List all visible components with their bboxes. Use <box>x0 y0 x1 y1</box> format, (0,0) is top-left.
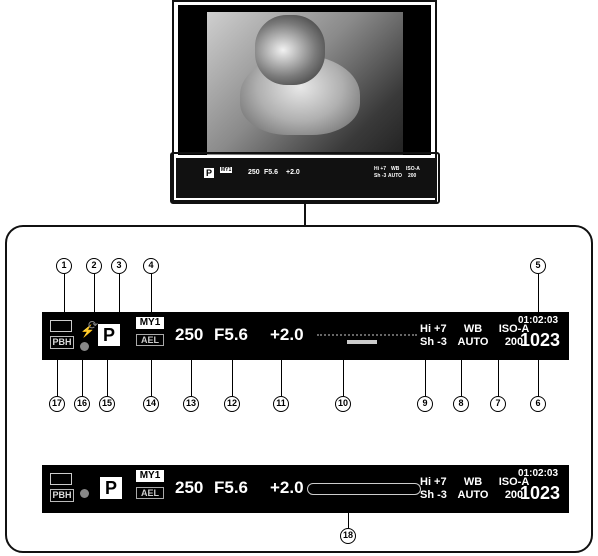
mode-p-2: P <box>100 477 122 499</box>
shadow: Sh -3 <box>420 336 447 348</box>
leader-13 <box>191 360 192 396</box>
pbh-indicator-2: PBH <box>50 489 74 502</box>
exposure-comp-2: +2.0 <box>270 478 304 498</box>
battery-icon-2 <box>50 473 72 485</box>
af-confirm-dot-2 <box>80 489 89 498</box>
callout-4: 4 <box>143 258 159 274</box>
leader-2 <box>94 274 95 314</box>
leader-4 <box>151 274 152 317</box>
leader-12 <box>232 360 233 396</box>
callout-17: 17 <box>49 396 65 412</box>
antishock-icon: ⟳ <box>88 318 98 332</box>
photo-dog <box>255 15 325 85</box>
callout-9: 9 <box>417 396 433 412</box>
leader-8 <box>461 360 462 396</box>
mini-strip-highlight-frame <box>170 152 440 204</box>
leader-11 <box>281 360 282 396</box>
callout-11: 11 <box>273 396 289 412</box>
pbh-indicator: PBH <box>50 336 74 349</box>
wb-value-2: AUTO <box>456 489 490 501</box>
leader-17 <box>57 360 58 396</box>
leader-15 <box>107 360 108 396</box>
callout-10: 10 <box>335 396 351 412</box>
leader-9 <box>425 360 426 396</box>
callout-3: 3 <box>111 258 127 274</box>
callout-5: 5 <box>530 258 546 274</box>
callout-8: 8 <box>453 396 469 412</box>
leader-16 <box>82 360 83 396</box>
leader-7 <box>498 360 499 396</box>
level-gauge <box>307 483 421 495</box>
ael-lock: AEL <box>136 334 164 346</box>
info-strip-top: PBH ⚡ ⟳ P MY1 AEL 250 F5.6 +2.0 Hi +7 Sh… <box>42 312 569 360</box>
info-strip-bottom: PBH P MY1 AEL 250 F5.6 +2.0 Hi +7 Sh -3 … <box>42 465 569 513</box>
exposure-comp: +2.0 <box>270 325 304 345</box>
my-mode-2: MY1 <box>136 470 164 482</box>
battery-icon <box>50 320 72 332</box>
record-time: 01:02:03 <box>518 315 558 327</box>
leader-3 <box>119 274 120 324</box>
aperture: F5.6 <box>214 325 248 345</box>
wb-value: AUTO <box>456 336 490 348</box>
wb-label-2: WB <box>460 476 486 488</box>
shadow-2: Sh -3 <box>420 489 447 501</box>
ael-lock-2: AEL <box>136 487 164 499</box>
callout-1: 1 <box>56 258 72 274</box>
shutter-speed: 250 <box>175 325 203 345</box>
callout-14: 14 <box>143 396 159 412</box>
leader-10 <box>343 360 344 396</box>
shots-remaining-2: 1023 <box>520 483 560 504</box>
leader-5 <box>538 274 539 316</box>
connector-line <box>304 204 306 226</box>
exposure-scale <box>317 334 417 338</box>
highlight-2: Hi +7 <box>420 476 447 488</box>
callout-13: 13 <box>183 396 199 412</box>
shots-remaining: 1023 <box>520 330 560 351</box>
shutter-speed-2: 250 <box>175 478 203 498</box>
callout-6: 6 <box>530 396 546 412</box>
leader-18 <box>348 498 349 528</box>
my-mode: MY1 <box>136 317 164 329</box>
callout-2: 2 <box>86 258 102 274</box>
aperture-2: F5.6 <box>214 478 248 498</box>
leader-6 <box>538 360 539 396</box>
mode-p: P <box>98 324 120 346</box>
wb-label: WB <box>460 323 486 335</box>
af-confirm-dot <box>80 342 89 351</box>
callout-12: 12 <box>224 396 240 412</box>
record-time-2: 01:02:03 <box>518 468 558 480</box>
exposure-bar <box>347 340 377 344</box>
highlight: Hi +7 <box>420 323 447 335</box>
callout-16: 16 <box>74 396 90 412</box>
callout-18: 18 <box>340 528 356 544</box>
leader-14 <box>151 360 152 396</box>
leader-1 <box>64 274 65 314</box>
callout-15: 15 <box>99 396 115 412</box>
callout-7: 7 <box>490 396 506 412</box>
